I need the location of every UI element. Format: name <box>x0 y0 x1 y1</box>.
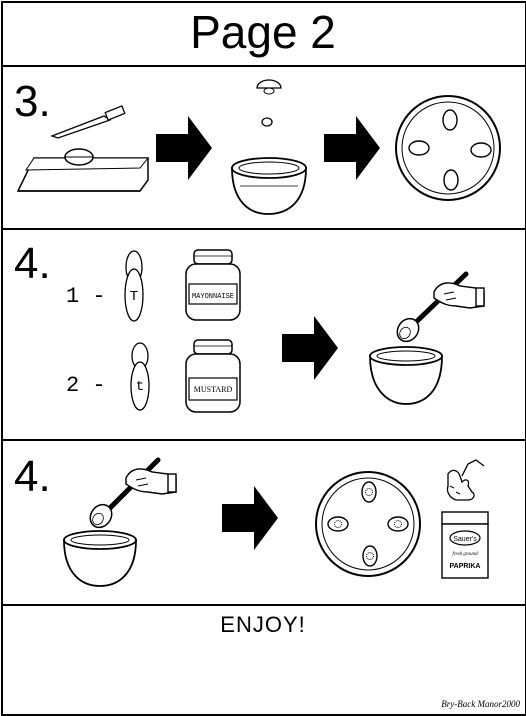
divider <box>3 228 526 230</box>
teaspoon-icon: t <box>130 342 150 411</box>
arrow-right-icon <box>282 316 338 380</box>
arrow-right-icon <box>156 116 212 180</box>
paprika-box-icon: Sauer's fresh ground PAPRIKA <box>441 511 489 579</box>
step-number: 3. <box>14 77 51 126</box>
hand-with-spoon-icon <box>89 457 177 529</box>
step-number: 4. <box>14 239 51 288</box>
bowl-icon <box>231 157 307 215</box>
paprika-label: PAPRIKA <box>450 563 481 570</box>
page-title: Page 2 <box>190 6 336 58</box>
plate-icon <box>315 471 421 577</box>
paprika-subtext: fresh ground <box>452 552 478 557</box>
enjoy-text: ENJOY! <box>220 612 306 637</box>
spoon-letter: T <box>130 289 138 305</box>
step-number: 4. <box>14 452 51 501</box>
jar-label: MUSTARD <box>194 385 233 394</box>
tablespoon-icon: T <box>124 250 144 322</box>
jar-label: MAYONNAISE <box>192 293 234 301</box>
mustard-jar-icon: MUSTARD <box>185 339 241 413</box>
quantity-label: 1 - <box>66 284 106 309</box>
bowl-icon <box>369 346 443 405</box>
hand-with-spoon-icon <box>396 271 485 343</box>
bowl-icon <box>63 530 137 587</box>
falling-egg-slice-icon <box>256 79 282 127</box>
pinching-hand-icon <box>446 459 485 501</box>
spoon-letter: t <box>136 379 144 395</box>
paprika-brand: Sauer's <box>453 536 477 543</box>
credit-text: Bry-Back Manor2000 <box>441 699 520 709</box>
quantity-label: 2 - <box>66 373 106 398</box>
cutting-board-icon <box>16 148 150 192</box>
plate-icon <box>395 95 501 201</box>
divider <box>3 65 526 67</box>
divider <box>3 439 526 441</box>
mayonnaise-jar-icon: MAYONNAISE <box>185 249 241 321</box>
arrow-right-icon <box>324 116 380 180</box>
arrow-right-icon <box>222 486 278 550</box>
divider <box>3 604 526 606</box>
knife-icon <box>50 105 126 139</box>
